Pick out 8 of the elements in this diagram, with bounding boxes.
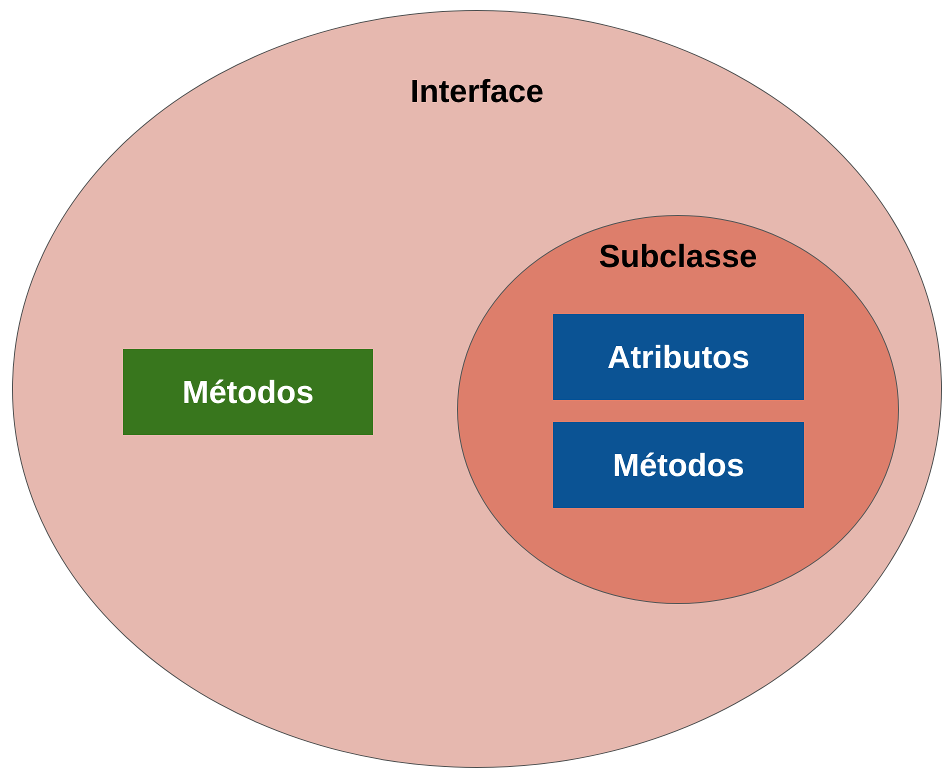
label-box <box>553 422 804 508</box>
region-heading: Subclasse <box>598 238 758 275</box>
box-label: Atributos <box>607 338 750 376</box>
box-label: Métodos <box>182 374 314 410</box>
region-heading: Interface <box>409 73 545 110</box>
label-box <box>123 349 373 435</box>
label-box <box>553 314 804 400</box>
box-label: Métodos <box>612 446 744 484</box>
